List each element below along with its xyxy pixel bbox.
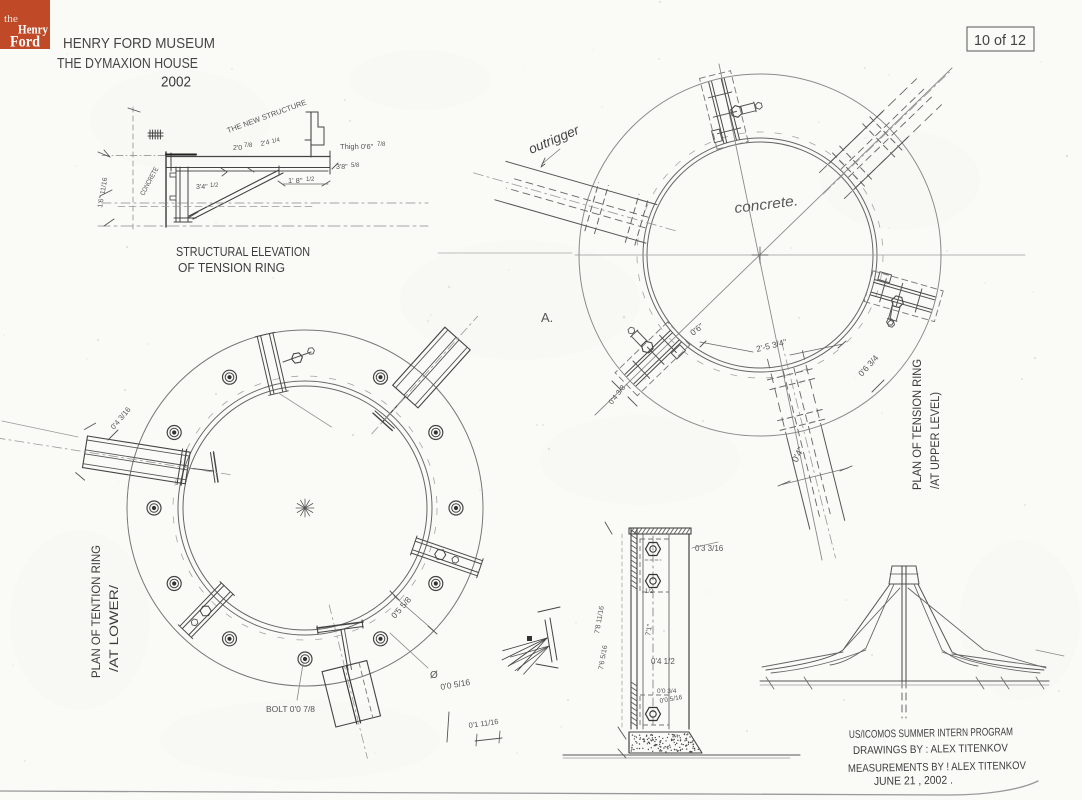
- svg-text:0'4 1/2: 0'4 1/2: [651, 657, 675, 666]
- svg-text:A.: A.: [541, 310, 553, 325]
- svg-text:/AT LOWER/: /AT LOWER/: [109, 584, 121, 672]
- svg-text:/AT UPPER LEVEL): /AT UPPER LEVEL): [930, 392, 942, 489]
- svg-text:JUNE 21 , 2002 .: JUNE 21 , 2002 .: [874, 775, 953, 788]
- svg-text:0'0 3/4: 0'0 3/4: [657, 688, 677, 695]
- svg-text:Ford: Ford: [10, 34, 40, 51]
- svg-text:PLAN OF TENTION RING: PLAN OF TENTION RING: [91, 545, 103, 678]
- svg-text:0'3 3/16: 0'3 3/16: [695, 544, 724, 553]
- svg-text:2'4: 2'4: [260, 139, 270, 148]
- svg-text:concrete.: concrete.: [734, 193, 799, 217]
- svg-text:PLAN OF TENSION RING: PLAN OF TENSION RING: [912, 359, 924, 490]
- svg-text:7'8 11/16: 7'8 11/16: [594, 605, 606, 634]
- svg-text:7'6 5/16: 7'6 5/16: [598, 645, 609, 671]
- svg-text:0'1 11/16: 0'1 11/16: [468, 717, 499, 730]
- svg-text:1' 8": 1' 8": [288, 176, 303, 185]
- svg-text:7/8: 7/8: [377, 142, 386, 148]
- svg-text:1/2: 1/2: [645, 589, 654, 595]
- svg-text:Thigh 0'6": Thigh 0'6": [340, 142, 374, 151]
- svg-text:0'0 5/16: 0'0 5/16: [659, 694, 683, 705]
- svg-text:7/8: 7/8: [244, 143, 253, 149]
- svg-text:US/ICOMOS SUMMER INTERN PROGRA: US/ICOMOS SUMMER INTERN PROGRAM: [849, 726, 1013, 741]
- svg-text:1/4: 1/4: [271, 137, 281, 145]
- svg-text:2'0: 2'0: [233, 145, 242, 152]
- svg-text:THE DYMAXION HOUSE: THE DYMAXION HOUSE: [57, 55, 198, 72]
- svg-text:Ø: Ø: [430, 670, 438, 681]
- svg-text:OF TENSION RING: OF TENSION RING: [178, 261, 285, 275]
- svg-text:1/2: 1/2: [210, 183, 219, 189]
- svg-text:the: the: [4, 13, 18, 25]
- svg-text:2002: 2002: [161, 75, 191, 91]
- svg-text:10 of 12: 10 of 12: [974, 33, 1026, 49]
- svg-text:5/8: 5/8: [351, 163, 360, 169]
- svg-text:7'1": 7'1": [645, 623, 654, 636]
- svg-text:DRAWINGS BY : ALEX TITENKOV: DRAWINGS BY : ALEX TITENKOV: [853, 742, 1009, 757]
- svg-text:3'8": 3'8": [336, 164, 348, 171]
- svg-text:1/2: 1/2: [306, 177, 315, 183]
- svg-text:BOLT 0'0 7/8: BOLT 0'0 7/8: [266, 704, 315, 714]
- svg-text:HENRY FORD MUSEUM: HENRY FORD MUSEUM: [63, 35, 215, 52]
- svg-text:3'4": 3'4": [196, 184, 208, 191]
- svg-text:STRUCTURAL ELEVATION: STRUCTURAL ELEVATION: [176, 245, 310, 259]
- svg-text:MEASUREMENTS BY ! ALEX TITENKO: MEASUREMENTS BY ! ALEX TITENKOV: [848, 760, 1027, 775]
- svg-text:Henry: Henry: [18, 22, 48, 37]
